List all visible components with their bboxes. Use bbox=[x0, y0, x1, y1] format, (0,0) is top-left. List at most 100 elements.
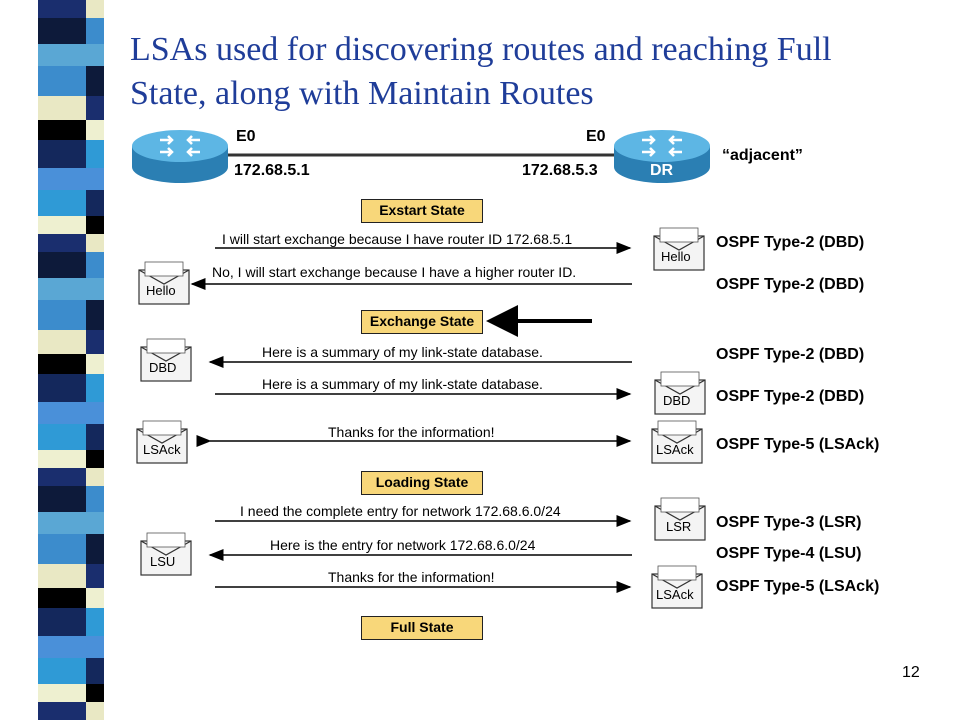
stripe-block bbox=[38, 216, 86, 234]
page-number: 12 bbox=[902, 664, 920, 681]
exchange-state-box: Exchange State bbox=[361, 310, 483, 334]
message-text-5: Thanks for the information! bbox=[328, 424, 495, 440]
stripe-block bbox=[86, 468, 104, 486]
stripe-block bbox=[86, 0, 104, 18]
lsa-label-4: OSPF Type-2 (DBD) bbox=[716, 388, 865, 405]
stripe-block bbox=[86, 216, 104, 234]
stripe-block bbox=[38, 636, 86, 658]
stripe-block bbox=[38, 234, 86, 252]
stripe-block bbox=[86, 486, 104, 512]
stripe-block bbox=[38, 252, 86, 278]
title-line-1: LSAs used for discovering routes and rea… bbox=[130, 31, 832, 68]
full-state-box: Full State bbox=[361, 616, 483, 640]
packet-label-5b: LSAck bbox=[656, 442, 694, 457]
stripe-block bbox=[86, 278, 104, 300]
stripe-block bbox=[86, 44, 104, 66]
stripe-block bbox=[86, 534, 104, 564]
message-text-3: Here is a summary of my link-state datab… bbox=[262, 344, 543, 360]
stripe-block bbox=[86, 608, 104, 636]
packet-label-4: DBD bbox=[663, 393, 691, 408]
packet-label-6: LSR bbox=[666, 519, 692, 534]
stripe-block bbox=[38, 300, 86, 330]
stripe-block bbox=[86, 702, 104, 720]
stripe-block bbox=[38, 468, 86, 486]
envelope-icon bbox=[138, 261, 190, 305]
stripe-block bbox=[86, 300, 104, 330]
message-text-1: I will start exchange because I have rou… bbox=[222, 231, 573, 247]
stripe-block bbox=[86, 684, 104, 702]
dr-label: DR bbox=[650, 162, 674, 179]
stripe-block bbox=[38, 684, 86, 702]
adjacent-label: “adjacent” bbox=[722, 147, 803, 164]
exstart-state-box: Exstart State bbox=[361, 199, 483, 223]
stripe-block bbox=[86, 564, 104, 588]
lsa-label-6: OSPF Type-3 (LSR) bbox=[716, 514, 862, 531]
stripe-block bbox=[86, 658, 104, 684]
stripe-block bbox=[38, 330, 86, 354]
stripe-block bbox=[86, 636, 104, 658]
title-line-2: State, along with Maintain Routes bbox=[130, 75, 594, 112]
stripe-block bbox=[86, 588, 104, 608]
stripe-block bbox=[38, 354, 86, 374]
stripe-block bbox=[86, 120, 104, 140]
lsa-label-1: OSPF Type-2 (DBD) bbox=[716, 234, 865, 251]
lsa-label-5: OSPF Type-5 (LSAck) bbox=[716, 436, 880, 453]
stripe-block bbox=[38, 278, 86, 300]
stripe-block bbox=[38, 402, 86, 424]
envelope-icon bbox=[140, 338, 192, 382]
lsa-label-2: OSPF Type-2 (DBD) bbox=[716, 276, 865, 293]
stripe-block bbox=[38, 450, 86, 468]
stripe-block bbox=[38, 44, 86, 66]
stripe-block bbox=[86, 190, 104, 216]
stripe-block bbox=[38, 0, 86, 18]
stripe-block bbox=[86, 330, 104, 354]
stripe-block bbox=[38, 486, 86, 512]
stripe-block bbox=[86, 424, 104, 450]
message-text-2: No, I will start exchange because I have… bbox=[212, 264, 577, 280]
loading-state-box: Loading State bbox=[361, 471, 483, 495]
stripe-block bbox=[86, 18, 104, 44]
page-title: LSAs used for discovering routes and rea… bbox=[130, 28, 930, 116]
envelope-icon bbox=[654, 371, 706, 415]
stripe-block bbox=[38, 168, 86, 190]
message-text-7: Here is the entry for network 172.68.6.0… bbox=[270, 537, 536, 553]
message-text-4: Here is a summary of my link-state datab… bbox=[262, 376, 543, 392]
stripe-block bbox=[86, 234, 104, 252]
packet-label-1: Hello bbox=[661, 249, 691, 264]
stripe-block bbox=[38, 608, 86, 636]
right-interface-label: E0 bbox=[586, 128, 606, 145]
packet-label-3: DBD bbox=[149, 360, 177, 375]
stripe-block bbox=[38, 702, 86, 720]
left-router-icon bbox=[132, 130, 228, 183]
message-text-6: I need the complete entry for network 17… bbox=[240, 503, 561, 519]
stripe-block bbox=[38, 96, 86, 120]
stripe-block bbox=[38, 512, 86, 534]
message-text-8: Thanks for the information! bbox=[328, 569, 495, 585]
stripe-block bbox=[38, 66, 86, 96]
left-interface-label: E0 bbox=[236, 128, 256, 145]
stripe-block bbox=[38, 140, 86, 168]
stripe-block bbox=[38, 120, 86, 140]
lsa-label-7: OSPF Type-4 (LSU) bbox=[716, 545, 862, 562]
stripe-block bbox=[38, 658, 86, 684]
stripe-block bbox=[38, 18, 86, 44]
left-ip-label: 172.68.5.1 bbox=[234, 162, 310, 179]
packet-label-5a: LSAck bbox=[143, 442, 181, 457]
packet-label-8: LSAck bbox=[656, 587, 694, 602]
stripe-block bbox=[86, 168, 104, 190]
stripe-block bbox=[38, 564, 86, 588]
envelope-icon bbox=[654, 497, 706, 541]
stripe-block bbox=[38, 534, 86, 564]
lsa-label-3: OSPF Type-2 (DBD) bbox=[716, 346, 865, 363]
right-router-icon bbox=[614, 130, 710, 183]
stripe-block bbox=[86, 450, 104, 468]
envelope-icon bbox=[653, 227, 705, 271]
envelope-icon bbox=[651, 565, 703, 609]
packet-label-7: LSU bbox=[150, 554, 176, 569]
stripe-block bbox=[86, 402, 104, 424]
stripe-block bbox=[38, 190, 86, 216]
decorative-stripe bbox=[0, 0, 110, 720]
envelope-icon bbox=[136, 420, 188, 464]
stripe-block bbox=[86, 96, 104, 120]
